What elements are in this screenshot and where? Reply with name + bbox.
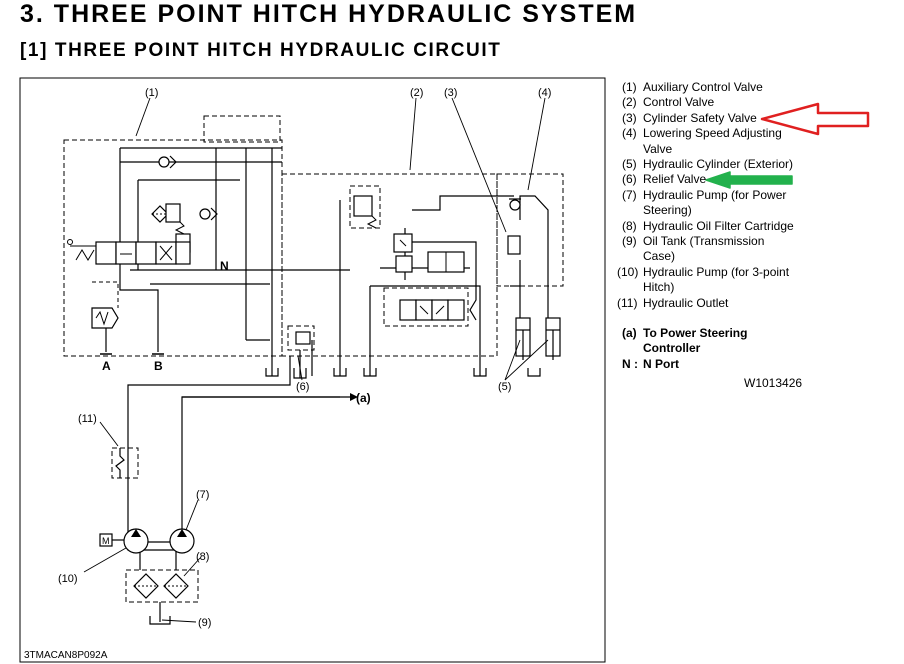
port-label-n: N bbox=[220, 259, 229, 273]
callout-6: (6) bbox=[296, 381, 309, 393]
callout-2: (2) bbox=[410, 87, 423, 99]
legend-item: (2)Control Valve bbox=[622, 95, 715, 110]
legend-item: (6)Relief Valve bbox=[622, 172, 707, 187]
note-item: N :N Port bbox=[622, 356, 679, 371]
component-legend: (1)Auxiliary Control Valve (2)Control Va… bbox=[617, 80, 892, 311]
legend-item: (1)Auxiliary Control Valve bbox=[622, 80, 763, 94]
aux-valve-top-box bbox=[203, 115, 281, 143]
legend-item: (10)Hydraulic Pump (for 3-point Hitch) bbox=[617, 264, 790, 295]
lowering-valve-box bbox=[496, 173, 564, 287]
legend-item: (5)Hydraulic Cylinder (Exterior) bbox=[622, 157, 794, 172]
callout-7: (7) bbox=[196, 489, 209, 501]
callout-8: (8) bbox=[196, 551, 209, 563]
aux-control-valve-box bbox=[63, 139, 283, 357]
filter-box bbox=[125, 569, 199, 603]
diagram-frame bbox=[19, 77, 606, 663]
subsection-title: [1] THREE POINT HITCH HYDRAULIC CIRCUIT bbox=[20, 40, 502, 61]
inner-spool-box bbox=[383, 287, 469, 327]
outlet-label-a: (a) bbox=[356, 391, 371, 405]
callout-9: (9) bbox=[198, 617, 211, 629]
section-title: 3. THREE POINT HITCH HYDRAULIC SYSTEM bbox=[20, 0, 638, 28]
green-annotation-arrow bbox=[705, 171, 793, 189]
callout-1: (1) bbox=[145, 87, 158, 99]
inner-valve-box bbox=[349, 185, 381, 229]
callout-5: (5) bbox=[498, 381, 511, 393]
legend-item: (8)Hydraulic Oil Filter Cartridge bbox=[622, 218, 794, 233]
relief-valve-box bbox=[287, 325, 315, 351]
note-item: (a)To Power Steering Controller bbox=[622, 326, 748, 356]
legend-item: (11)Hydraulic Outlet bbox=[617, 295, 729, 310]
legend-item: (4)Lowering Speed Adjusting Valve bbox=[622, 126, 782, 156]
outlet-box bbox=[111, 447, 139, 479]
notes-block: (a)To Power Steering Controller N :N Por… bbox=[622, 326, 892, 372]
legend-item: (9)Oil Tank (Transmission Case) bbox=[622, 234, 765, 264]
callout-10: (10) bbox=[58, 573, 78, 585]
callout-4: (4) bbox=[538, 87, 551, 99]
callout-11: (11) bbox=[78, 413, 97, 425]
port-label-a: A bbox=[102, 359, 111, 373]
legend-item: (7)Hydraulic Pump (for Power Steering) bbox=[622, 187, 787, 218]
figure-code: 3TMACAN8P092A bbox=[24, 650, 108, 661]
port-label-b: B bbox=[154, 359, 163, 373]
callout-3: (3) bbox=[444, 87, 457, 99]
red-annotation-arrow bbox=[760, 102, 870, 136]
motor-label: M bbox=[102, 536, 110, 546]
reference-code: W1013426 bbox=[744, 376, 803, 390]
legend-item: (3)Cylinder Safety Valve bbox=[622, 110, 757, 125]
